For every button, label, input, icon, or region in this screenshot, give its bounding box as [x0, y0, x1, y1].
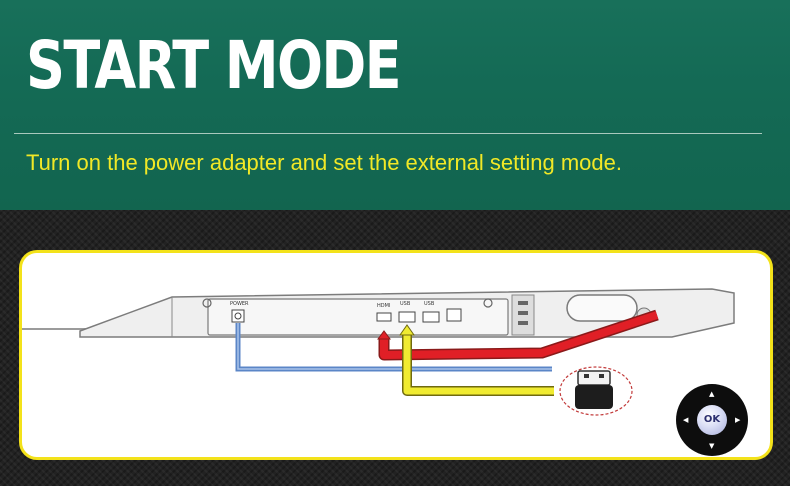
screw-right: [483, 298, 493, 308]
hinge-handle: [566, 294, 638, 322]
header-banner: START MODE Turn on the power adapter and…: [0, 0, 790, 210]
usb-b-port: [446, 308, 462, 322]
usb-port-label: USB: [400, 301, 411, 307]
usb-arrow: [399, 324, 415, 336]
usb-port-label: USB: [424, 301, 435, 307]
usb-port-1: [398, 311, 416, 323]
dongle-highlight-circle: [559, 366, 633, 416]
page-title: START MODE: [26, 27, 402, 104]
hdmi-cable: [380, 311, 659, 359]
vent-slot: [518, 301, 528, 305]
port-plate: [207, 298, 509, 336]
usb-cable-outline: [402, 333, 554, 396]
header-divider: [14, 133, 762, 134]
remote-dpad[interactable]: ▲ ▼ ◀ ▶ OK: [676, 384, 748, 456]
connection-diagram: POWER HDMI USB USB: [22, 288, 735, 416]
dongle-pin: [584, 374, 589, 378]
left-arrow-icon[interactable]: ◀: [683, 416, 689, 424]
power-cable-highlight: [237, 323, 552, 370]
screw-left: [202, 298, 212, 308]
power-port: [231, 309, 245, 323]
hdmi-arrow: [377, 330, 391, 340]
vent-slot: [518, 311, 528, 315]
usb-cable: [403, 333, 554, 395]
usb-port-2: [422, 311, 440, 323]
hdmi-port: [376, 312, 392, 322]
ok-button[interactable]: OK: [697, 405, 727, 435]
dongle-connector: [577, 370, 611, 386]
dongle-pin: [599, 374, 604, 378]
right-arrow-icon[interactable]: ▶: [735, 416, 741, 424]
connection-diagram-panel: POWER HDMI USB USB: [19, 250, 773, 460]
page-subtitle: Turn on the power adapter and set the ex…: [26, 150, 622, 175]
power-port-label: POWER: [230, 301, 249, 307]
vent-slot: [518, 321, 528, 325]
down-arrow-icon[interactable]: ▼: [709, 442, 715, 450]
hdmi-port-label: HDMI: [377, 303, 390, 309]
up-arrow-icon[interactable]: ▲: [709, 390, 715, 398]
usb-dongle: [575, 385, 613, 409]
power-port-hole: [234, 312, 242, 320]
